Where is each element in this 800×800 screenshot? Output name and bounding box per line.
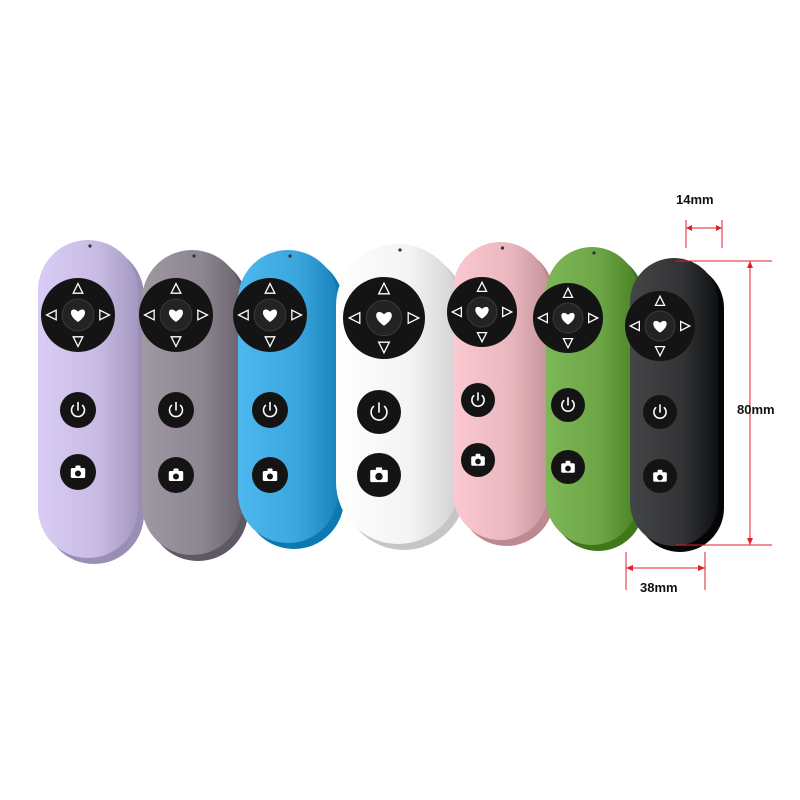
thickness-arrowhead-right bbox=[716, 225, 722, 231]
remotes-group bbox=[38, 240, 724, 564]
arrow-right-icon bbox=[99, 309, 111, 321]
led-dot bbox=[288, 254, 292, 258]
green-remote bbox=[533, 247, 644, 551]
camera-button bbox=[252, 457, 288, 493]
camera-button bbox=[158, 457, 194, 493]
arrow-right-icon bbox=[291, 309, 303, 321]
camera-button bbox=[643, 459, 677, 493]
power-icon bbox=[370, 405, 388, 421]
power-button bbox=[252, 392, 288, 428]
arrow-right-icon bbox=[501, 306, 514, 318]
heart-icon bbox=[70, 309, 86, 323]
arrow-down-icon bbox=[562, 337, 574, 350]
power-button bbox=[461, 383, 495, 417]
dpad bbox=[343, 277, 425, 359]
width-arrowhead-right bbox=[698, 565, 705, 571]
height-label: 80mm bbox=[737, 402, 775, 417]
arrow-left-icon bbox=[45, 309, 57, 321]
arrow-down-icon bbox=[170, 336, 182, 348]
dpad bbox=[625, 291, 695, 361]
arrow-down-icon bbox=[654, 345, 666, 358]
camera-button bbox=[60, 454, 96, 490]
heart-icon bbox=[168, 309, 184, 323]
arrow-right-icon bbox=[407, 311, 421, 325]
thickness-arrowhead-left bbox=[686, 225, 692, 231]
pink-remote bbox=[447, 242, 554, 546]
arrow-right-icon bbox=[588, 312, 600, 324]
power-icon bbox=[471, 394, 485, 407]
power-icon bbox=[653, 406, 667, 419]
arrow-up-icon bbox=[72, 282, 84, 294]
height-arrowhead-top bbox=[747, 261, 753, 268]
power-icon bbox=[561, 399, 575, 412]
led-dot bbox=[592, 251, 596, 255]
camera-icon bbox=[653, 469, 667, 482]
camera-button bbox=[551, 450, 585, 484]
heart-icon bbox=[376, 311, 392, 326]
power-icon bbox=[262, 404, 278, 418]
arrow-up-icon bbox=[264, 282, 276, 294]
power-icon bbox=[70, 404, 86, 418]
heart-icon bbox=[475, 306, 489, 319]
dpad bbox=[41, 278, 115, 352]
power-button bbox=[357, 390, 401, 434]
power-button bbox=[643, 395, 677, 429]
arrow-down-icon bbox=[264, 336, 276, 348]
gray-remote bbox=[139, 250, 248, 561]
camera-button bbox=[461, 443, 495, 477]
arrow-right-icon bbox=[197, 309, 209, 321]
arrow-up-icon bbox=[377, 281, 391, 295]
led-dot bbox=[500, 246, 505, 250]
camera-icon bbox=[70, 465, 86, 479]
power-icon bbox=[168, 404, 184, 418]
width-label: 38mm bbox=[640, 580, 678, 595]
heart-icon bbox=[561, 312, 575, 325]
thickness-label: 14mm bbox=[676, 192, 714, 207]
camera-icon bbox=[262, 468, 278, 482]
arrow-left-icon bbox=[628, 320, 640, 332]
camera-icon bbox=[370, 467, 388, 483]
arrow-left-icon bbox=[536, 312, 548, 324]
arrow-right-icon bbox=[680, 320, 692, 332]
arrow-down-icon bbox=[72, 336, 84, 348]
arrow-left-icon bbox=[237, 309, 249, 321]
black-remote bbox=[625, 258, 724, 552]
arrow-up-icon bbox=[654, 294, 666, 307]
camera-icon bbox=[471, 453, 485, 466]
power-button bbox=[158, 392, 194, 428]
arrow-left-icon bbox=[347, 311, 361, 325]
camera-icon bbox=[561, 460, 575, 473]
heart-icon bbox=[653, 320, 667, 333]
dpad bbox=[447, 277, 517, 347]
arrow-down-icon bbox=[476, 331, 488, 344]
width-arrowhead-left bbox=[626, 565, 633, 571]
dpad bbox=[533, 283, 603, 353]
power-button bbox=[551, 388, 585, 422]
dimension-lines bbox=[625, 220, 772, 590]
arrow-up-icon bbox=[562, 286, 574, 299]
camera-icon bbox=[168, 468, 184, 482]
dpad bbox=[233, 278, 307, 352]
white-remote bbox=[336, 244, 466, 550]
arrow-down-icon bbox=[377, 341, 391, 355]
led-dot bbox=[88, 244, 92, 248]
camera-button bbox=[357, 453, 401, 497]
arrow-left-icon bbox=[143, 309, 155, 321]
arrow-up-icon bbox=[170, 282, 182, 294]
dpad bbox=[139, 278, 213, 352]
led-dot bbox=[192, 254, 196, 258]
arrow-left-icon bbox=[450, 306, 463, 318]
led-dot bbox=[398, 248, 402, 252]
purple-remote bbox=[38, 240, 144, 564]
height-arrowhead-bottom bbox=[747, 538, 753, 545]
led-dot bbox=[674, 262, 678, 266]
heart-icon bbox=[262, 309, 278, 323]
blue-remote bbox=[233, 250, 344, 549]
arrow-up-icon bbox=[476, 280, 488, 293]
power-button bbox=[60, 392, 96, 428]
